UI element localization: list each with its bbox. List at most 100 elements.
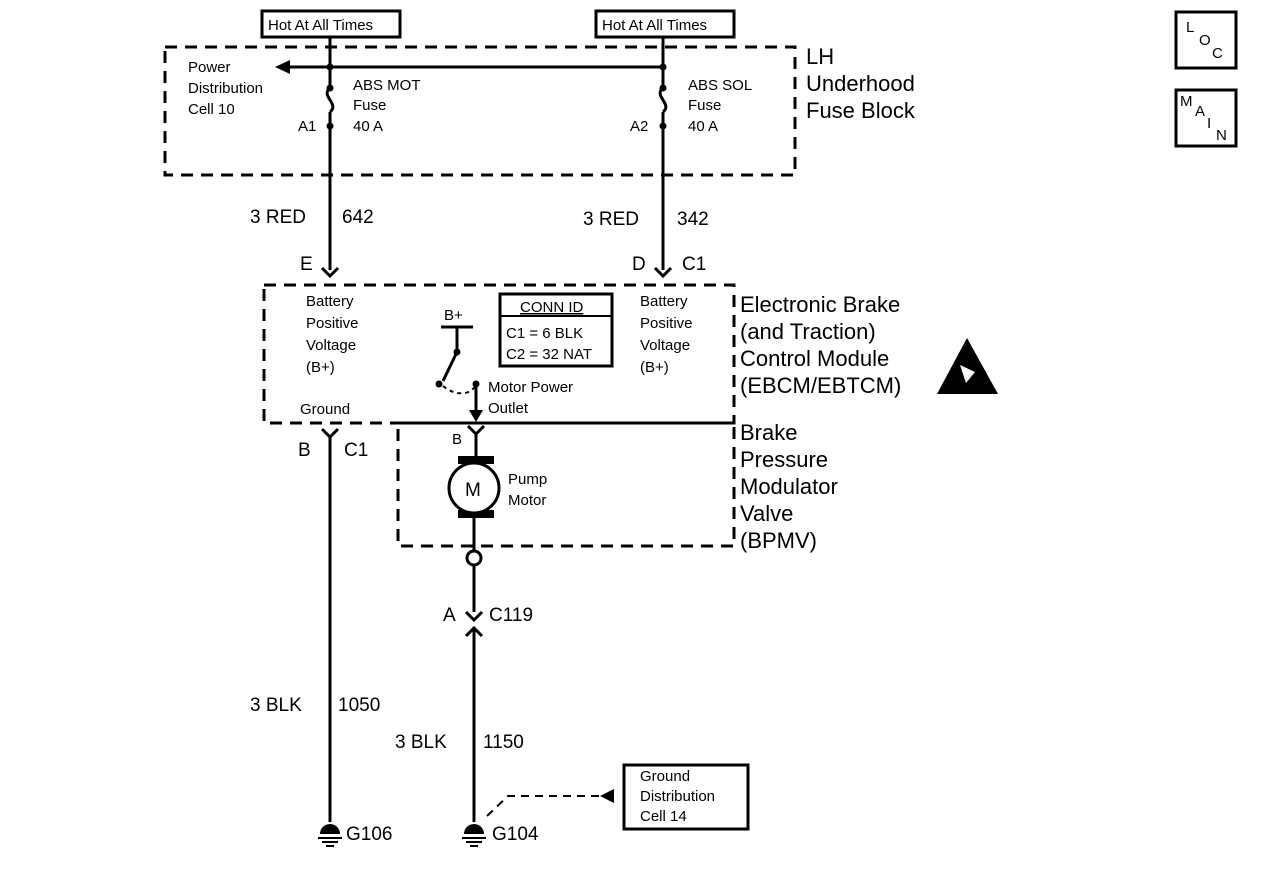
- main-icon[interactable]: M A I N: [1174, 88, 1238, 148]
- pump-motor-label: Pump Motor: [508, 471, 547, 509]
- hot-label-right-text: Hot At All Times: [602, 17, 707, 34]
- svg-text:(B+): (B+): [306, 359, 335, 376]
- svg-text:40 A: 40 A: [353, 118, 383, 135]
- fuse-block-outline: [163, 45, 797, 177]
- hot-label-left-text: Hot At All Times: [268, 17, 373, 34]
- svg-text:Fuse: Fuse: [688, 97, 721, 114]
- svg-text:3 RED: 3 RED: [583, 209, 639, 230]
- svg-text:C: C: [1212, 45, 1223, 62]
- fuse-right: [658, 67, 668, 270]
- pin-b-label: B: [298, 440, 311, 461]
- esd-warning-icon: [937, 338, 998, 394]
- connector-e-icon: [320, 266, 340, 279]
- ebcm-left-bplus-label: Battery Positive Voltage (B+): [306, 293, 359, 376]
- ground-dist-arrow-icon: [600, 789, 614, 803]
- svg-text:Positive: Positive: [306, 315, 359, 332]
- motor-symbol: M: [465, 480, 481, 501]
- motor-relay-switch: B+: [435, 307, 483, 422]
- svg-text:(BPMV): (BPMV): [740, 528, 817, 553]
- switch-arm-icon: [441, 351, 459, 382]
- svg-text:Battery: Battery: [640, 293, 688, 310]
- svg-text:Modulator: Modulator: [740, 474, 838, 499]
- fuse-left: [325, 67, 335, 270]
- svg-text:1050: 1050: [338, 695, 380, 716]
- loc-icon[interactable]: L O C: [1174, 10, 1238, 70]
- bpmv-outline: [396, 421, 736, 548]
- ebcm-name: Electronic Brake (and Traction) Control …: [740, 292, 901, 398]
- hot-label-left: Hot At All Times: [260, 9, 402, 39]
- connector-c1-bottom-label: C1: [344, 440, 368, 461]
- svg-text:Fuse Block: Fuse Block: [806, 98, 916, 123]
- ground-g104-label: G104: [492, 824, 539, 845]
- motor-power-outlet-label: Motor Power Outlet: [488, 379, 573, 417]
- svg-text:Battery: Battery: [306, 293, 354, 310]
- connector-b-icon: [320, 427, 340, 440]
- fuse-right-pin: A2: [630, 118, 648, 135]
- wire-1150-label: 3 BLK 1150: [395, 732, 524, 753]
- svg-text:Motor Power: Motor Power: [488, 379, 573, 396]
- svg-text:Positive: Positive: [640, 315, 693, 332]
- svg-text:L: L: [1186, 19, 1194, 36]
- pin-e-label: E: [300, 254, 313, 275]
- svg-text:3 BLK: 3 BLK: [250, 695, 302, 716]
- fuse-right-label: ABS SOL Fuse 40 A: [688, 77, 752, 135]
- svg-text:40 A: 40 A: [688, 118, 718, 135]
- svg-text:Valve: Valve: [740, 501, 793, 526]
- fuse-left-label: ABS MOT Fuse 40 A: [353, 77, 421, 135]
- svg-text:Cell 10: Cell 10: [188, 101, 235, 118]
- ground-dist-dashed-link: [486, 795, 604, 817]
- hot-label-right: Hot At All Times: [594, 9, 736, 39]
- svg-text:642: 642: [342, 207, 374, 228]
- ground-g106-label: G106: [346, 824, 392, 845]
- svg-text:Fuse: Fuse: [353, 97, 386, 114]
- svg-text:O: O: [1199, 32, 1211, 49]
- svg-text:(EBCM/EBTCM): (EBCM/EBTCM): [740, 373, 901, 398]
- bpmv-connector-icon: [466, 424, 486, 437]
- pin-d-label: D: [632, 254, 646, 275]
- conn-id-row-1: C1 = 6 BLK: [506, 325, 583, 342]
- fuse-right-icon: [658, 86, 668, 114]
- conn-id-row-2: C2 = 32 NAT: [506, 346, 592, 363]
- wire-642-label: 3 RED 642: [250, 207, 374, 228]
- svg-text:Electronic Brake: Electronic Brake: [740, 292, 900, 317]
- ebcm-right-bplus-label: Battery Positive Voltage (B+): [640, 293, 693, 376]
- svg-text:ABS SOL: ABS SOL: [688, 77, 752, 94]
- ebcm-ground-label: Ground: [300, 401, 350, 418]
- power-distribution-label: Power Distribution Cell 10: [188, 59, 263, 118]
- svg-text:3 RED: 3 RED: [250, 207, 306, 228]
- svg-text:342: 342: [677, 209, 709, 230]
- svg-text:Ground: Ground: [640, 768, 690, 785]
- conn-id-title: CONN ID: [520, 299, 584, 316]
- svg-text:1150: 1150: [483, 732, 524, 753]
- pump-motor-icon: M: [447, 456, 501, 518]
- connector-c119-top-icon: [464, 610, 484, 623]
- ground-g104-icon: [462, 824, 486, 847]
- svg-text:Motor: Motor: [508, 492, 546, 509]
- svg-text:Brake: Brake: [740, 420, 797, 445]
- svg-text:Voltage: Voltage: [306, 337, 356, 354]
- svg-text:Pressure: Pressure: [740, 447, 828, 472]
- svg-text:Underhood: Underhood: [806, 71, 915, 96]
- svg-text:Voltage: Voltage: [640, 337, 690, 354]
- svg-text:Outlet: Outlet: [488, 400, 529, 417]
- svg-text:A: A: [1195, 103, 1205, 120]
- svg-text:Distribution: Distribution: [188, 80, 263, 97]
- fuse-left-icon: [325, 86, 335, 114]
- bpmv-name: Brake Pressure Modulator Valve (BPMV): [740, 420, 838, 553]
- fuse-block-name: LH Underhood Fuse Block: [806, 44, 916, 123]
- bpmv-pin-b: B: [452, 431, 462, 448]
- fuse-left-pin: A1: [298, 118, 316, 135]
- pin-a-label: A: [443, 605, 456, 626]
- connector-d-icon: [653, 266, 673, 279]
- wire-342-label: 3 RED 342: [583, 209, 709, 230]
- connector-c1-top-label: C1: [682, 254, 706, 275]
- svg-text:Control Module: Control Module: [740, 346, 889, 371]
- svg-text:ABS MOT: ABS MOT: [353, 77, 421, 94]
- bpmv-terminal-icon: [465, 549, 483, 567]
- svg-text:3 BLK: 3 BLK: [395, 732, 447, 753]
- svg-text:(and Traction): (and Traction): [740, 319, 876, 344]
- svg-text:Power: Power: [188, 59, 231, 76]
- connector-c119-label: C119: [489, 605, 533, 626]
- wire-1050-label: 3 BLK 1050: [250, 695, 380, 716]
